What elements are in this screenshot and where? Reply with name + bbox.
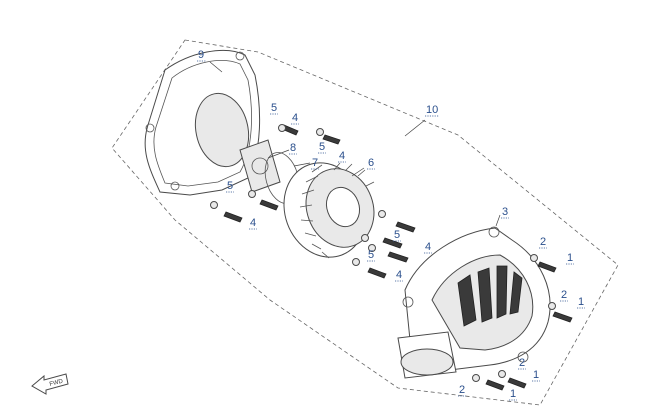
callout-4: 4 (339, 150, 345, 162)
callout-4: 4 (425, 241, 431, 253)
callout-5: 5 (394, 229, 400, 241)
assembly-boundary (111, 39, 619, 406)
callout-4: 4 (396, 269, 402, 281)
callout-4: 4 (250, 217, 256, 229)
fwd-label: FWD (49, 378, 64, 388)
callout-4: 4 (292, 112, 298, 124)
fan-cover-part-3 (397, 226, 551, 379)
callout-1: 1 (510, 388, 516, 400)
callout-2: 2 (519, 357, 525, 369)
fwd-arrow-icon: FWD (31, 373, 69, 395)
washers-part-5 (210, 124, 386, 266)
callout-1: 1 (567, 252, 573, 264)
callout-2: 2 (459, 384, 465, 396)
callout-10: 10 (426, 104, 438, 116)
callout-5: 5 (319, 141, 325, 153)
callout-2: 2 (540, 236, 546, 248)
callout-5: 5 (368, 249, 374, 261)
callout-7: 7 (312, 157, 318, 169)
leader-lines (209, 61, 501, 227)
callout-3: 3 (502, 206, 508, 218)
cover-washers-part-2 (472, 254, 556, 382)
cooling-fan-part-6 (283, 162, 375, 259)
callout-6: 6 (368, 157, 374, 169)
callout-2: 2 (561, 289, 567, 301)
callout-5: 5 (227, 180, 233, 192)
gasket-plate-part-9 (144, 49, 261, 196)
callout-1: 1 (578, 296, 584, 308)
callout-8: 8 (290, 142, 296, 154)
callout-5: 5 (271, 102, 277, 114)
callout-1: 1 (533, 369, 539, 381)
callout-labels: 9 10 5 4 5 8 4 7 6 5 4 3 5 4 5 4 2 1 2 (197, 49, 585, 401)
flat-plate-part-8 (239, 139, 281, 193)
callout-9: 9 (198, 49, 204, 61)
bolts-part-4 (223, 124, 416, 279)
cover-bolts-part-1 (485, 261, 573, 391)
